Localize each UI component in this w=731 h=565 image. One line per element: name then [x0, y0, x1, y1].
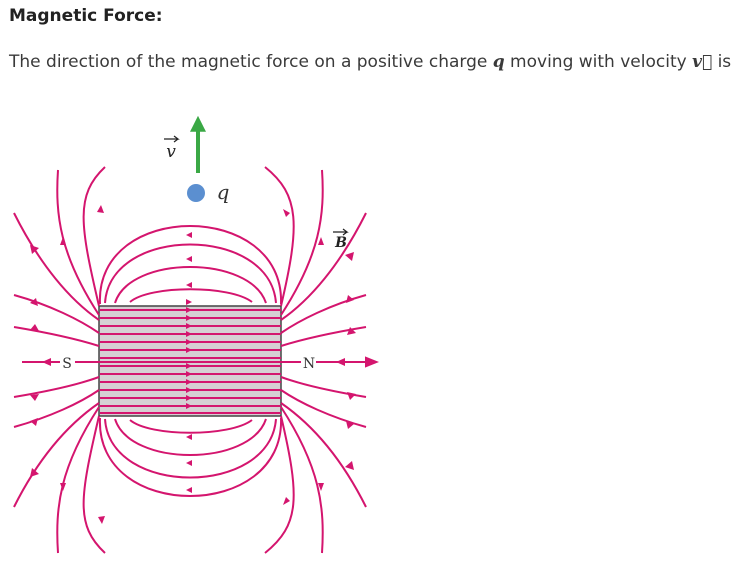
- velocity-label: v: [166, 142, 176, 162]
- pole-north-label: N: [303, 356, 315, 372]
- field-arrowheads: [30, 205, 356, 524]
- field-vector-arrow: [333, 228, 349, 236]
- sentence-part-1: The direction of the magnetic force on a…: [9, 52, 493, 72]
- field-label: B: [334, 235, 347, 251]
- charge-symbol: q: [492, 52, 505, 72]
- pole-north-bg: [301, 354, 316, 371]
- description-text: The direction of the magnetic force on a…: [9, 52, 731, 72]
- velocity-symbol: v⃗: [692, 52, 713, 72]
- pole-south-bg: [60, 354, 75, 371]
- magnetic-field-figure: S N B v q: [0, 105, 400, 560]
- charge-label: q: [217, 180, 230, 204]
- sentence-part-3: is: [712, 52, 731, 72]
- positive-charge: [187, 184, 205, 202]
- sentence-part-2: moving with velocity: [504, 52, 693, 72]
- pole-south-label: S: [62, 356, 72, 372]
- velocity-vector-arrow: [164, 135, 180, 143]
- section-heading: Magnetic Force:: [9, 6, 163, 26]
